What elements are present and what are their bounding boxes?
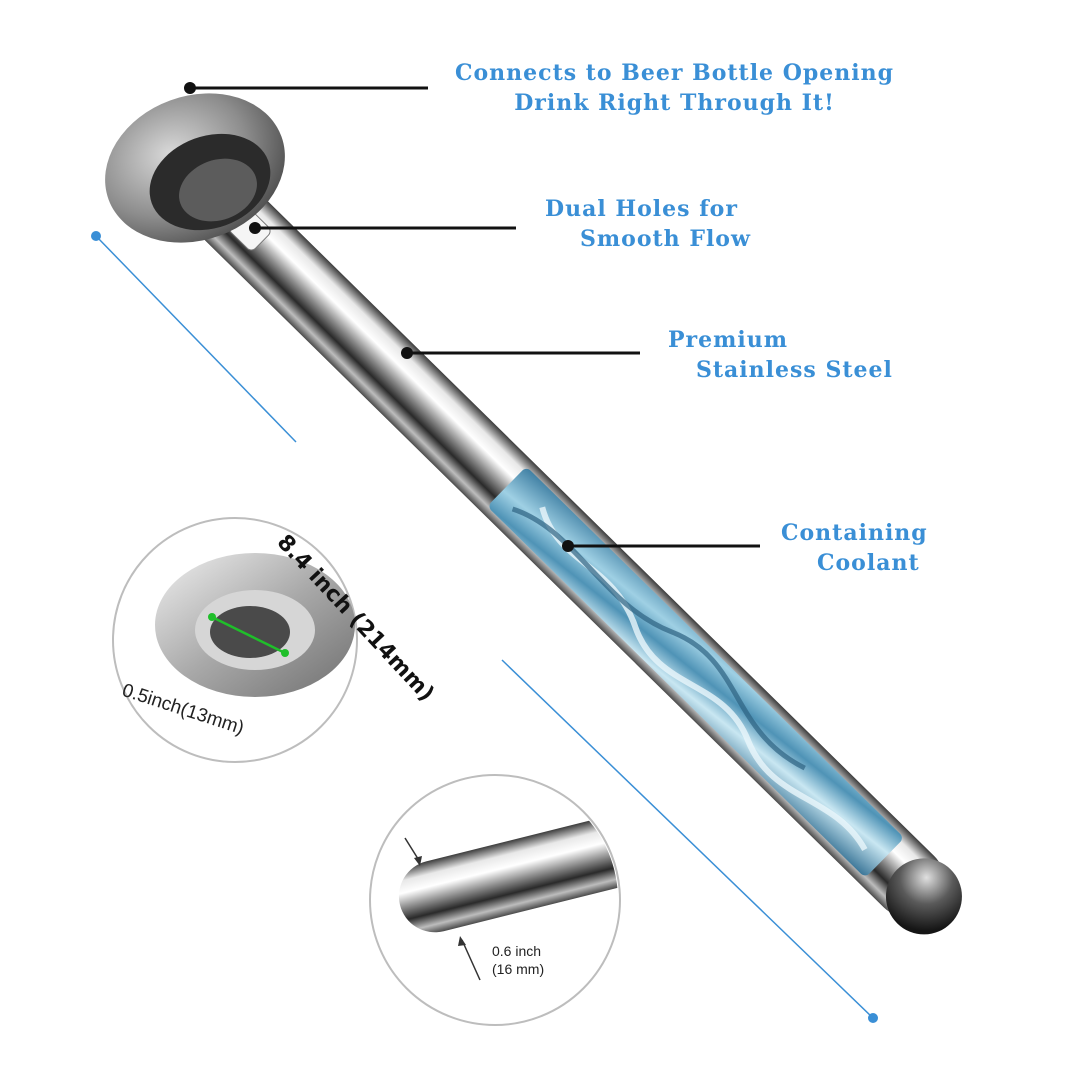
opening-detail-inset — [112, 517, 358, 763]
tube-diameter-line1: 0.6 inch — [492, 943, 542, 959]
callout-steel-line2: Stainless Steel — [696, 357, 893, 383]
tube-diameter-label: 0.6 inch (16 mm) — [492, 942, 544, 978]
callout-opening-line2: Drink Right Through It! — [514, 90, 835, 116]
callout-opening-line1: Connects to Beer Bottle Opening — [455, 60, 894, 86]
callout-holes-line2: Smooth Flow — [580, 226, 751, 252]
callout-coolant-line1: Containing — [781, 520, 928, 546]
callout-leaders — [184, 82, 760, 552]
callout-dual-holes: Dual Holes for Smooth Flow — [545, 194, 751, 254]
callout-coolant: Containing Coolant — [781, 518, 928, 578]
end-ball — [885, 858, 962, 935]
tube-detail-inset — [369, 774, 621, 1026]
bottle-cap-connector — [105, 93, 285, 243]
callout-coolant-line2: Coolant — [817, 550, 920, 576]
length-dimension-line — [91, 231, 878, 1023]
callout-bottle-opening: Connects to Beer Bottle Opening Drink Ri… — [455, 58, 894, 118]
diameter-marker — [211, 615, 286, 655]
callout-stainless-steel: Premium Stainless Steel — [668, 325, 893, 385]
callout-holes-line1: Dual Holes for — [545, 196, 738, 222]
callout-steel-line1: Premium — [668, 327, 789, 353]
tube-diameter-line2: (16 mm) — [492, 961, 545, 977]
